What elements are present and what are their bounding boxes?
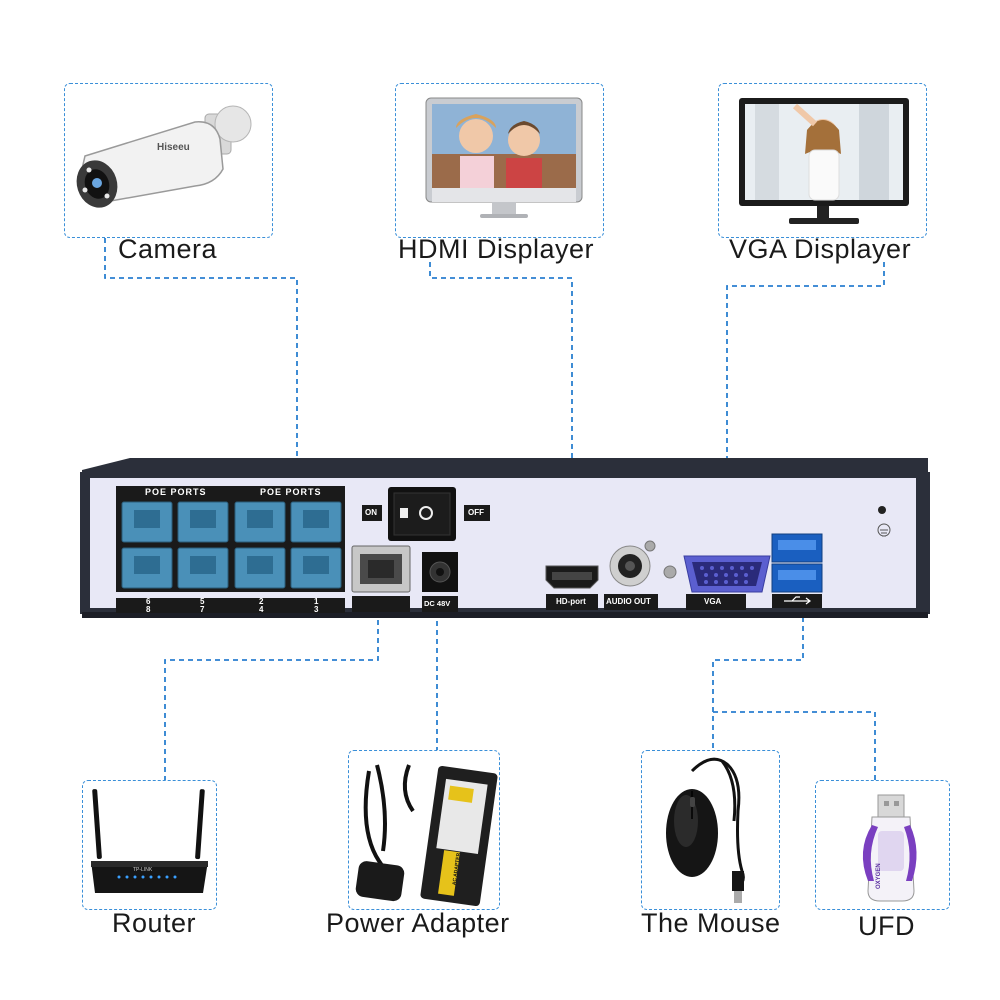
vga-display-box xyxy=(718,83,927,238)
camera-icon: Hiseeu xyxy=(76,105,252,208)
dc-label: DC 48V xyxy=(424,599,451,608)
wire-router xyxy=(164,602,379,780)
camera-label: Camera xyxy=(118,234,218,264)
svg-text:OXYGEN: OXYGEN xyxy=(876,863,882,889)
wire-vga xyxy=(726,262,885,560)
port-number: 7 xyxy=(200,605,205,614)
poe-ports-label-right: POE PORTS xyxy=(260,487,322,497)
vga-port-label: VGA xyxy=(704,597,722,606)
router-label: Router xyxy=(112,908,197,938)
mouse-label: The Mouse xyxy=(641,908,781,938)
ufd-box: OXYGEN xyxy=(815,780,950,910)
port-number: 8 xyxy=(146,605,151,614)
hdmi-display-label: HDMI Displayer xyxy=(398,234,595,264)
poe-ports-label-left: POE PORTS xyxy=(145,487,207,497)
port-number: 5 xyxy=(200,597,205,606)
ufd-label: UFD xyxy=(858,911,915,941)
svg-text:AC ADAPTER: AC ADAPTER xyxy=(452,852,463,885)
power-adapter-icon: AC ADAPTER xyxy=(355,764,498,907)
router-box: TP-LINK xyxy=(82,780,217,910)
wire-usb-split xyxy=(713,711,876,780)
vga-display-label: VGA Displayer xyxy=(729,234,912,264)
hdmi-display-box xyxy=(395,83,604,238)
port-number: 2 xyxy=(259,597,264,606)
port-number: 1 xyxy=(314,597,319,606)
power-adapter-label: Power Adapter xyxy=(326,908,510,938)
wire-camera xyxy=(104,238,298,508)
mouse-box xyxy=(641,750,780,910)
power-adapter-box: AC ADAPTER xyxy=(348,750,500,910)
usb-drive-icon: OXYGEN xyxy=(862,794,917,902)
hdmi-port-label: HD-port xyxy=(556,597,586,606)
camera-box: Hiseeu xyxy=(64,83,273,238)
port-number: 4 xyxy=(259,605,264,614)
port-number: 6 xyxy=(146,597,151,606)
svg-text:Hiseeu: Hiseeu xyxy=(157,142,190,153)
monitor-icon xyxy=(739,98,909,224)
audio-out-label: AUDIO OUT xyxy=(606,597,651,606)
router-icon: TP-LINK xyxy=(91,789,208,893)
monitor-icon xyxy=(425,97,583,218)
switch-off-label: OFF xyxy=(468,508,484,517)
mouse-icon xyxy=(666,757,745,903)
switch-on-label: ON xyxy=(365,508,377,517)
svg-text:TP-LINK: TP-LINK xyxy=(133,867,153,873)
port-number: 3 xyxy=(314,605,319,614)
